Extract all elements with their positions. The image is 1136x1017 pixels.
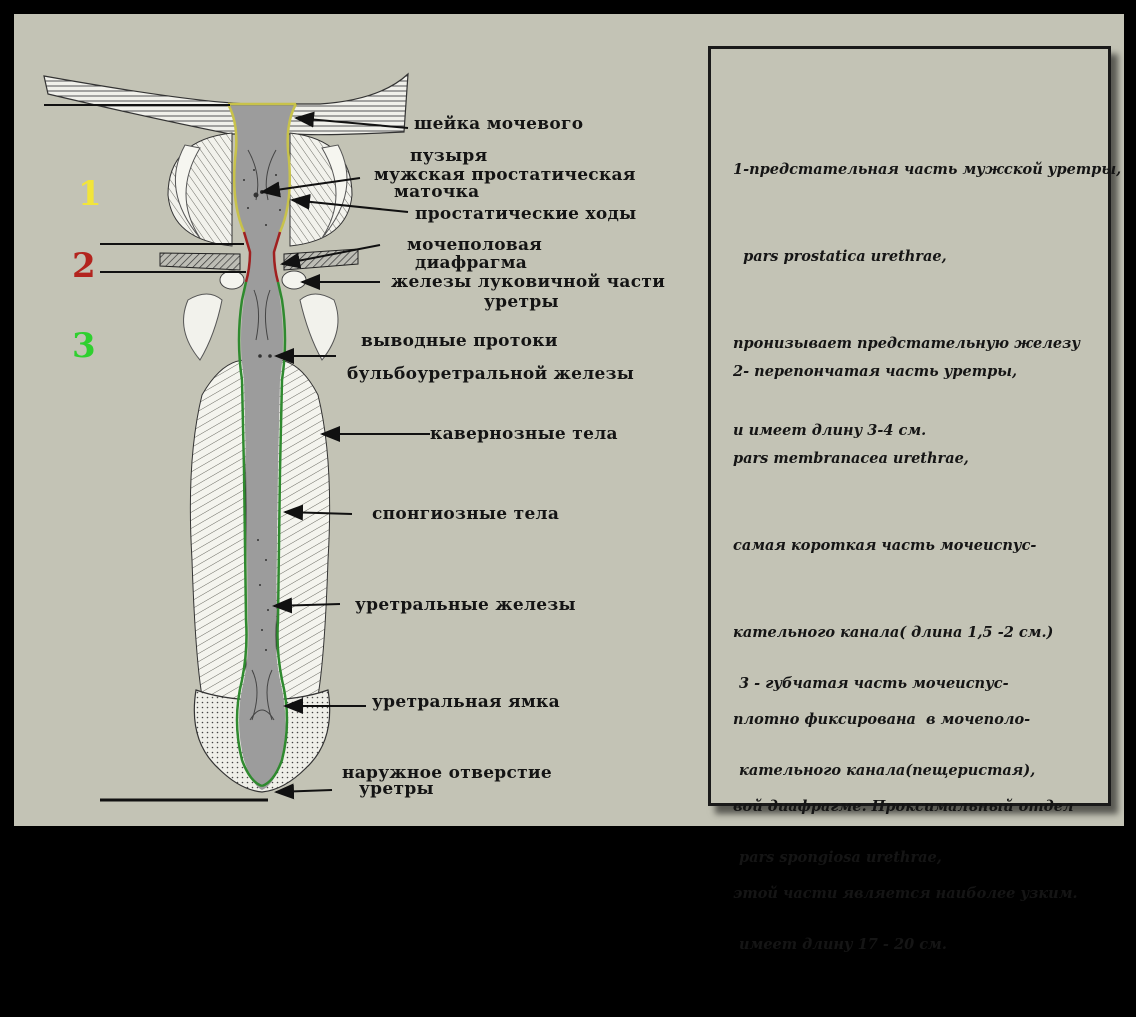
description-line: самая короткая часть мочеиспус- bbox=[733, 531, 1078, 560]
label-prostatic-utricle-2: маточка bbox=[394, 183, 480, 201]
label-urethral-glands: уретральные железы bbox=[355, 596, 576, 614]
description-box: 1-предстательная часть мужской уретры, p… bbox=[708, 46, 1111, 806]
description-line: pars prostatica urethrae, bbox=[733, 242, 1121, 271]
description-line: pars membranacea urethrae, bbox=[733, 444, 1078, 473]
label-urogenital-diaphragm-2: диафрагма bbox=[415, 254, 527, 272]
diagram-panel: 1 2 3 шейка мочевого пузыря мужская прос… bbox=[14, 14, 1124, 826]
description-line: 2- перепончатая часть уретры, bbox=[733, 357, 1078, 386]
label-bladder: пузыря bbox=[410, 147, 487, 165]
description-line: кательного канала(пещеристая), bbox=[739, 756, 1035, 785]
description-line: pars spongiosa urethrae, bbox=[739, 843, 1035, 872]
description-line: 3 - губчатая часть мочеиспус- bbox=[739, 669, 1035, 698]
section-number-2: 2 bbox=[72, 246, 96, 286]
label-bulb-glands-2: уретры bbox=[484, 293, 559, 311]
label-bladder-neck: шейка мочевого bbox=[414, 115, 583, 133]
section-number-1: 1 bbox=[78, 174, 102, 214]
label-excretory-ducts-2: бульбоуретральной железы bbox=[347, 365, 634, 383]
label-external-orifice-2: уретры bbox=[359, 780, 434, 798]
label-cavernous-bodies: кавернозные тела bbox=[430, 425, 618, 443]
description-line: 1-предстательная часть мужской уретры, bbox=[733, 155, 1121, 184]
label-excretory-ducts-1: выводные протоки bbox=[361, 332, 558, 350]
cavernous-body-right bbox=[276, 360, 330, 715]
description-line: имеет длину 17 - 20 см. bbox=[739, 930, 1035, 959]
label-prostatic-ducts: простатические ходы bbox=[415, 205, 637, 223]
cavernous-body-left bbox=[190, 360, 246, 715]
urogenital-diaphragm-left bbox=[160, 253, 240, 270]
label-urogenital-diaphragm-1: мочеполовая bbox=[407, 236, 542, 254]
description-part-3: 3 - губчатая часть мочеиспус- кательного… bbox=[739, 611, 1035, 1017]
label-spongy-bodies: спонгиозные тела bbox=[372, 505, 559, 523]
section-number-3: 3 bbox=[72, 326, 96, 366]
label-bulb-glands-1: железы луковичной части bbox=[391, 273, 665, 291]
label-urethral-fossa: уретральная ямка bbox=[372, 693, 560, 711]
